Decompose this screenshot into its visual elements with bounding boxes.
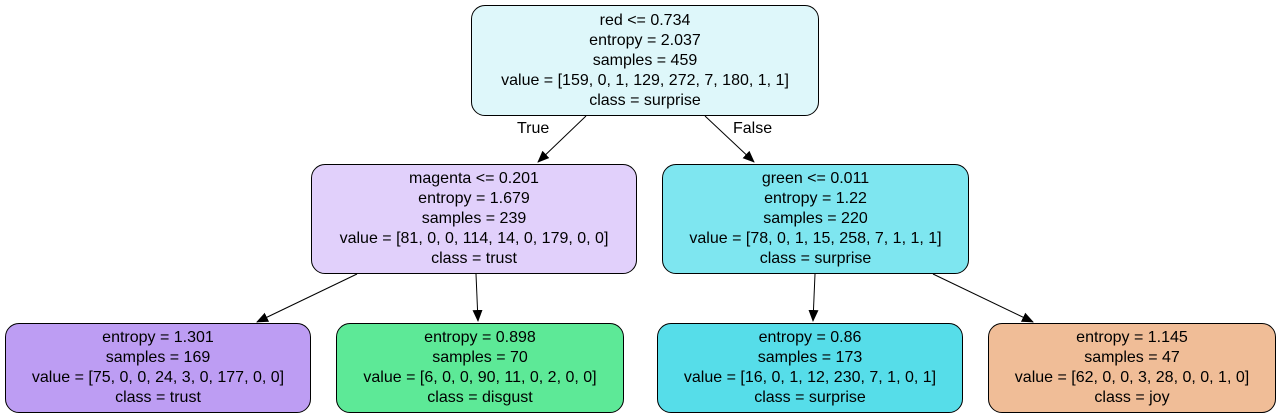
node-root-value: value = [159, 0, 1, 129, 272, 7, 180, 1,… bbox=[501, 71, 789, 89]
node-left-entropy: entropy = 1.679 bbox=[418, 190, 530, 207]
node-ll-value: value = [75, 0, 0, 24, 3, 0, 177, 0, 0] bbox=[31, 369, 285, 386]
edge-label-true: True bbox=[517, 120, 550, 137]
node-left-value: value = [81, 0, 0, 114, 14, 0, 179, 0, 0… bbox=[339, 230, 609, 247]
edge-root-to-left bbox=[537, 115, 587, 163]
node-lr-class: class = disgust bbox=[427, 389, 533, 406]
node-rl-class: class = surprise bbox=[754, 389, 866, 406]
edge-left-to-ll bbox=[256, 273, 358, 323]
node-root-class: class = surprise bbox=[589, 91, 701, 109]
node-rr-class: class = joy bbox=[1094, 389, 1170, 406]
node-rl-value: value = [16, 0, 1, 12, 230, 7, 1, 0, 1] bbox=[683, 369, 937, 386]
edge-right-to-rl bbox=[808, 273, 819, 322]
node-leaf-left-left: entropy = 1.301 samples = 169 value = [7… bbox=[5, 323, 311, 413]
node-right-split: green <= 0.011 bbox=[761, 170, 870, 187]
node-lr-value: value = [6, 0, 0, 90, 11, 0, 2, 0, 0] bbox=[363, 369, 597, 386]
node-right-entropy: entropy = 1.22 bbox=[764, 190, 867, 207]
node-ll-entropy: entropy = 1.301 bbox=[102, 329, 214, 346]
node-ll-samples: samples = 169 bbox=[105, 349, 211, 366]
node-left-split: magenta <= 0.201 bbox=[409, 170, 539, 187]
node-rr-samples: samples = 47 bbox=[1084, 349, 1180, 366]
node-left-class: class = trust bbox=[431, 250, 517, 267]
node-lr-samples: samples = 70 bbox=[432, 349, 528, 366]
node-rl-entropy: entropy = 0.86 bbox=[758, 329, 862, 346]
node-leaf-left-right: entropy = 0.898 samples = 70 value = [6,… bbox=[336, 323, 624, 413]
node-rr-entropy: entropy = 1.145 bbox=[1076, 329, 1188, 346]
node-ll-class: class = trust bbox=[115, 389, 201, 406]
node-lr-entropy: entropy = 0.898 bbox=[424, 329, 536, 346]
node-right-class: class = surprise bbox=[759, 250, 872, 267]
edge-left-to-lr bbox=[472, 273, 483, 322]
node-leaf-right-left: entropy = 0.86 samples = 173 value = [16… bbox=[657, 323, 963, 413]
edge-label-false: False bbox=[733, 120, 773, 137]
edge-right-to-rr bbox=[932, 273, 1034, 323]
node-leaf-right-right: entropy = 1.145 samples = 47 value = [62… bbox=[988, 323, 1276, 413]
node-left-samples: samples = 239 bbox=[421, 210, 527, 227]
node-root: red <= 0.734 entropy = 2.037 samples = 4… bbox=[471, 5, 819, 116]
edge-root-to-right bbox=[704, 115, 755, 163]
node-root-entropy: entropy = 2.037 bbox=[589, 31, 701, 49]
node-right-samples: samples = 220 bbox=[763, 210, 868, 227]
node-right: green <= 0.011 entropy = 1.22 samples = … bbox=[662, 164, 969, 274]
node-root-split: red <= 0.734 bbox=[599, 11, 691, 29]
node-left: magenta <= 0.201 entropy = 1.679 samples… bbox=[311, 164, 637, 274]
node-rl-samples: samples = 173 bbox=[757, 349, 863, 366]
node-rr-value: value = [62, 0, 0, 3, 28, 0, 0, 1, 0] bbox=[1014, 369, 1250, 386]
node-root-samples: samples = 459 bbox=[592, 51, 698, 69]
node-right-value: value = [78, 0, 1, 15, 258, 7, 1, 1, 1] bbox=[689, 230, 942, 247]
